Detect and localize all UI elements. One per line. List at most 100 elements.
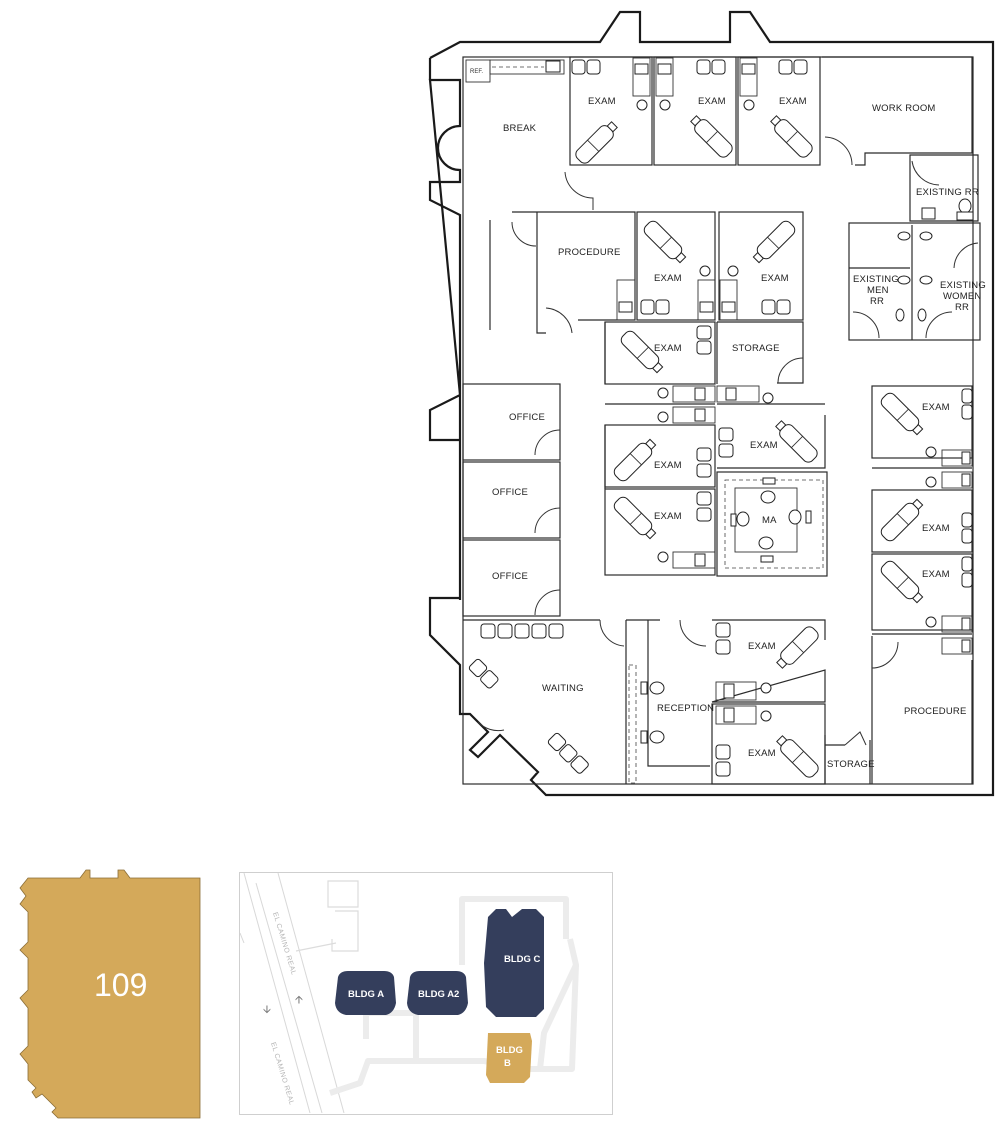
room-label-exam: EXAM [922,402,950,413]
chair-icon [649,681,665,695]
chair-icon [649,730,665,744]
room-exam-mid-2 [718,211,804,321]
room-label-exam: EXAM [654,511,682,522]
sink-icon [723,707,735,723]
toilet-icon [919,231,933,241]
room-ma [716,471,828,577]
sink-icon [699,301,714,313]
sink-icon [895,308,905,322]
room-exam-center-4 [604,488,716,576]
sink-icon [723,683,735,699]
room-existing-restrooms [848,222,981,341]
room-label-exam: EXAM [654,273,682,284]
room-exam-top-1 [569,56,653,166]
exterior-wall [428,10,995,797]
toilet-icon [919,275,933,285]
chair-icon [571,59,586,75]
chair-icon [788,509,802,525]
room-label-work-room: WORK ROOM [872,103,936,114]
room-exam-right-2 [871,489,973,553]
road-el-camino-real [239,872,345,1114]
chair-icon [696,507,712,522]
room-label-existing-men-rr-line3: RR [870,296,884,307]
room-label-existing-women-rr-line3: RR [955,302,969,313]
computer-icon [730,513,737,527]
room-label-procedure: PROCEDURE [558,247,621,258]
stool-icon [657,551,669,563]
chair-icon [961,512,973,528]
toilet-icon [958,198,972,214]
room-label-office: OFFICE [492,487,528,498]
room-label-exam: EXAM [698,96,726,107]
computer-icon [760,555,774,563]
exam-table-icon [770,115,813,158]
building-label: BLDG A [348,989,384,1000]
chair-icon [586,59,601,75]
sink-icon [725,387,737,401]
sink-icon [694,553,706,567]
neighbor-buildings [295,880,359,952]
room-label-storage: STORAGE [827,759,875,770]
exam-table-icon [643,220,687,264]
room-office-1 [462,383,561,461]
building-label: BLDG [496,1045,523,1056]
exam-table-icon [776,735,819,778]
room-exam-center-3 [717,403,826,469]
room-label-procedure: PROCEDURE [904,706,967,717]
exam-table-icon [775,420,818,463]
chair-icon [961,572,973,588]
chair-icon [961,404,973,420]
arrow-up-icon: 🡩 [295,993,303,1006]
exam-table-icon [575,121,618,164]
chair-icon [961,388,973,404]
stool-icon [636,99,648,111]
toilet-icon [897,231,911,241]
sink-icon [917,308,927,322]
stool-icon [760,710,772,722]
chair-icon [696,59,711,75]
exam-table-icon [776,626,819,669]
room-exam-right-3 [871,553,973,631]
chair-icon [715,744,731,760]
room-label-existing-women-rr-line2: WOMEN [943,291,981,302]
stool-icon [699,265,711,277]
room-label-existing-rr: EXISTING RR [916,187,979,198]
suite-key-plan: 109 [19,869,201,1119]
chair-icon [696,325,712,340]
room-exam-top-3 [737,56,821,166]
chair-icon [696,463,712,478]
chair-icon [778,59,793,75]
break-counter [489,59,565,75]
chair-icon [715,761,731,777]
stool-icon [743,99,755,111]
sink-icon [961,473,971,487]
room-label-exam: EXAM [748,748,776,759]
sink-icon [618,301,633,313]
exam-table-icon [613,496,657,540]
computer-icon [640,681,648,695]
chair-icon [715,639,731,655]
chair-icon [696,491,712,506]
chair-icon [736,511,750,527]
ref-label: REF. [470,69,483,75]
sink-icon [694,387,706,401]
sink-icon [657,63,672,75]
building-bldg-b: BLDG B [486,1033,532,1083]
chair-icon [640,299,655,315]
chair-icon [758,536,774,550]
room-label-reception: RECEPTION [657,703,714,714]
suite-shape [19,869,201,1119]
room-procedure-top [536,211,636,334]
room-exam-right-1 [871,385,973,459]
chair-icon [760,490,776,504]
room-label-exam: EXAM [761,273,789,284]
room-label-ma: MA [762,515,777,526]
arrow-down-icon: 🡫 [263,1003,271,1016]
room-label-storage: STORAGE [732,343,780,354]
toilet-icon [897,275,911,285]
room-work-room [822,56,973,166]
room-storage-center [716,321,804,384]
room-storage-bottom [824,735,871,784]
exam-table-icon [752,220,796,264]
building-bldg-a: BLDG A [335,971,396,1015]
